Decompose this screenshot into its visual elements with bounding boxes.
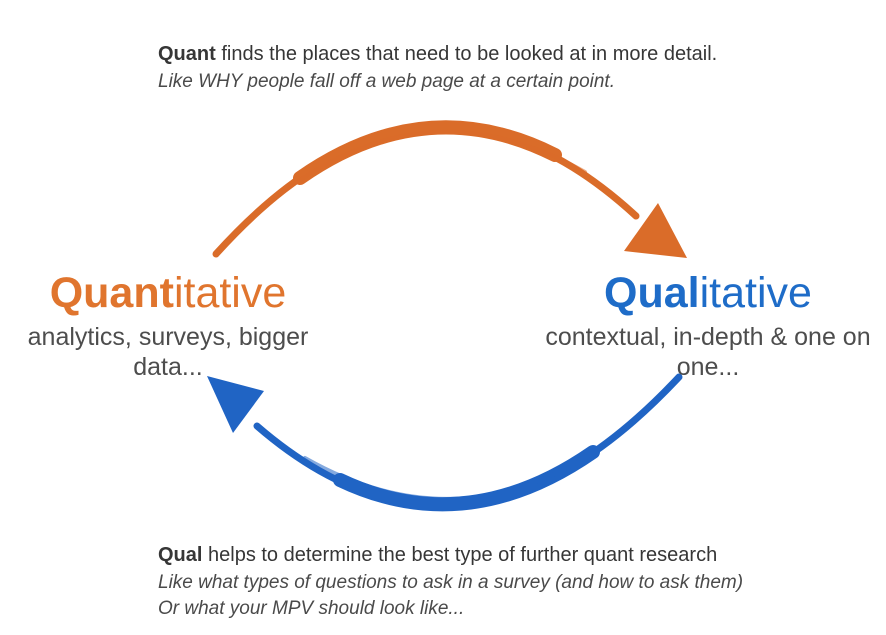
top-note: Quant finds the places that need to be l… bbox=[158, 40, 717, 95]
qualitative-title: Qualitative bbox=[538, 268, 878, 318]
qualitative-title-rest: itative bbox=[699, 269, 812, 317]
bottom-note-lead: Qual bbox=[158, 544, 203, 566]
bottom-note: Qual helps to determine the best type of… bbox=[158, 541, 743, 622]
qualitative-title-lead: Qual bbox=[604, 269, 700, 317]
qualitative-label-block: Qualitative contextual, in-depth & one o… bbox=[538, 268, 878, 382]
quantitative-label-block: Quantitative analytics, surveys, bigger … bbox=[0, 268, 336, 382]
quantitative-title: Quantitative bbox=[0, 268, 336, 318]
quantitative-subtitle: analytics, surveys, bigger data... bbox=[27, 323, 309, 381]
bottom-note-text: helps to determine the best type of furt… bbox=[202, 544, 718, 566]
quant-to-qual-arrow-shaft bbox=[212, 124, 640, 258]
quantitative-title-lead: Quant bbox=[49, 269, 174, 317]
quant-to-qual-arrow-brush-texture bbox=[266, 129, 587, 206]
qual-to-quant-arrow-shaft bbox=[253, 373, 683, 509]
quant-to-qual-arrow-shaft-core bbox=[293, 120, 562, 185]
quant-to-qual-arrowhead-icon bbox=[624, 203, 687, 258]
top-note-lead: Quant bbox=[158, 43, 216, 65]
bottom-note-subtext-1: Like what types of questions to ask in a… bbox=[158, 572, 744, 593]
qualitative-subtitle: contextual, in-depth & one on one... bbox=[545, 323, 871, 381]
top-note-subtext: Like WHY people fall off a web page at a… bbox=[158, 71, 615, 92]
top-note-heading: Quant finds the places that need to be l… bbox=[158, 40, 717, 69]
bottom-note-subtext-2: Or what your MPV should look like... bbox=[158, 598, 465, 619]
qual-to-quant-arrow-brush-texture bbox=[303, 428, 627, 501]
qual-to-quant-arrow bbox=[207, 373, 683, 512]
quant-to-qual-arrow bbox=[212, 120, 687, 258]
qual-to-quant-arrowhead-icon bbox=[207, 376, 264, 433]
top-note-text: finds the places that need to be looked … bbox=[215, 43, 718, 65]
quantitative-title-rest: itative bbox=[173, 269, 287, 317]
bottom-note-heading: Qual helps to determine the best type of… bbox=[158, 541, 743, 570]
